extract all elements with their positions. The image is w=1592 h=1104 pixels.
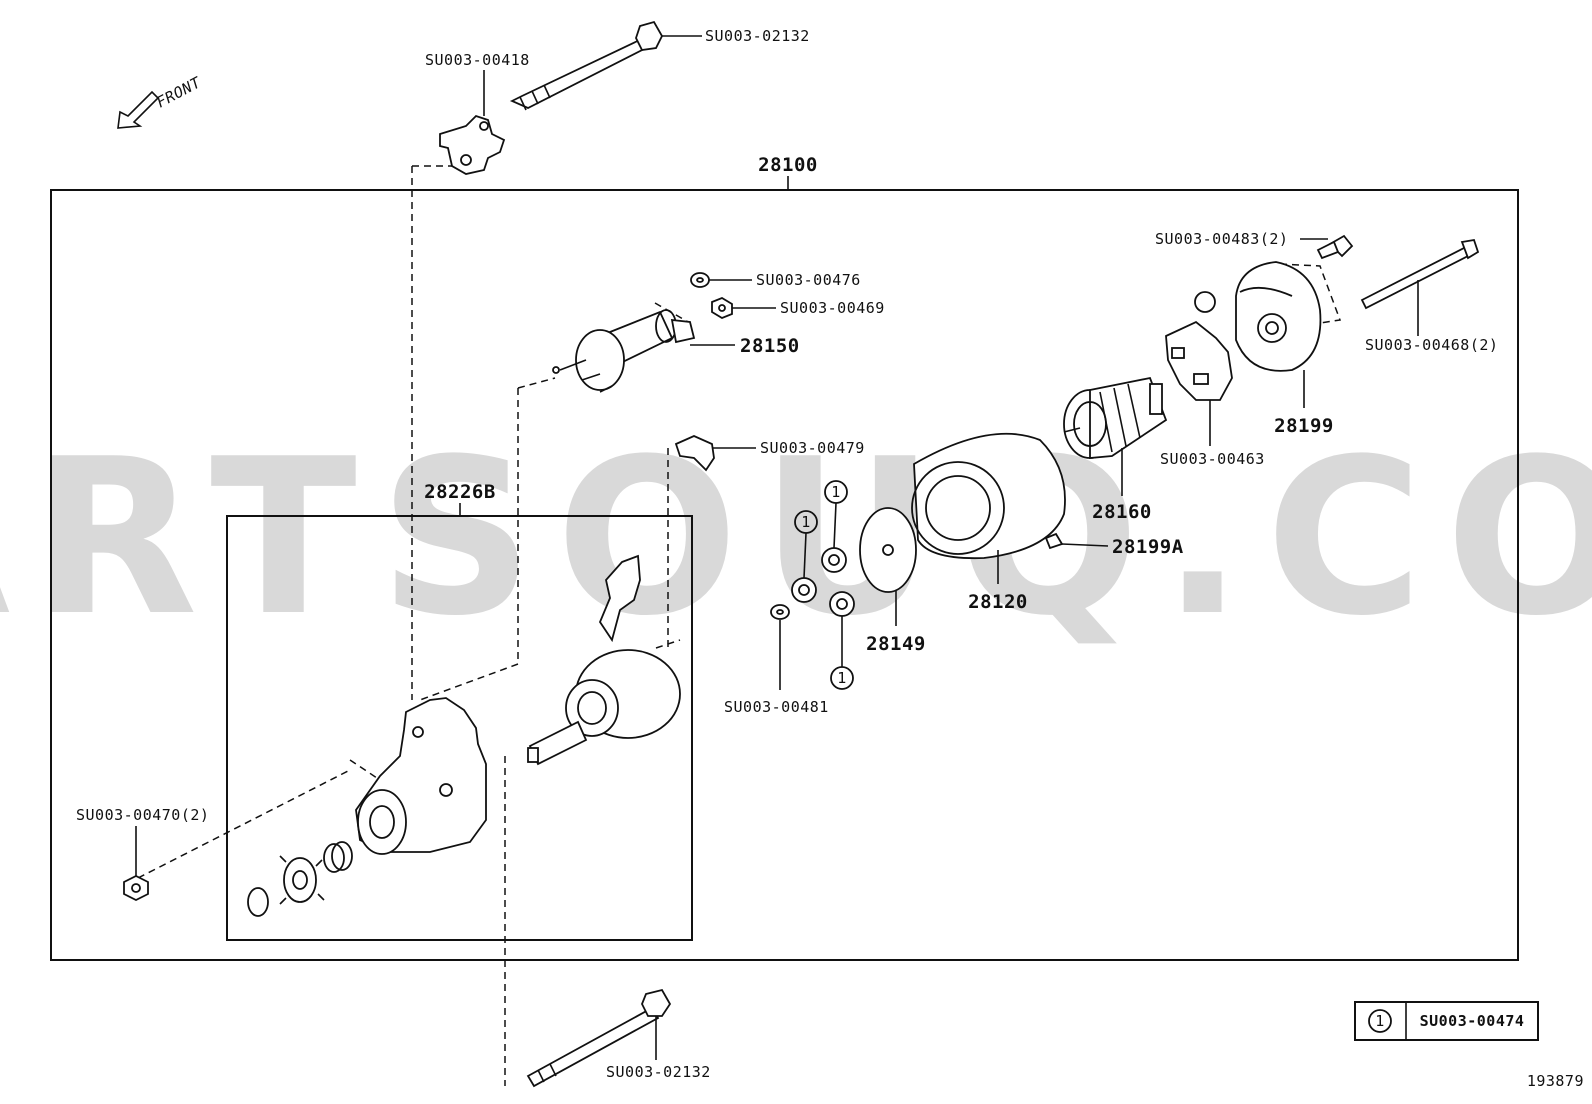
label-28100: 28100 bbox=[758, 154, 818, 176]
label-washer-476: SU003-00476 bbox=[756, 271, 861, 289]
label-28226b: 28226B bbox=[424, 481, 496, 503]
diagram-id: 193879 bbox=[1527, 1072, 1584, 1090]
callout-1-upper-text: 1 bbox=[831, 483, 841, 501]
label-end-frame: 28199 bbox=[1274, 415, 1334, 437]
watermark: PARTSOUQ.COM bbox=[0, 412, 1592, 663]
gear-middle-icon bbox=[791, 577, 817, 603]
label-nut-470: SU003-00470(2) bbox=[76, 806, 209, 824]
drive-housing-icon bbox=[355, 697, 487, 855]
bracket-icon bbox=[439, 114, 506, 175]
nut-469-icon bbox=[711, 296, 733, 320]
label-bracket: SU003-00418 bbox=[425, 51, 530, 69]
clip-479-icon bbox=[674, 435, 715, 472]
legend-part-number: SU003-00474 bbox=[1420, 1012, 1525, 1030]
label-solenoid: 28150 bbox=[740, 335, 800, 357]
solenoid-icon bbox=[552, 309, 696, 393]
callout-1-lower-text: 1 bbox=[837, 669, 847, 687]
label-brush-holder: SU003-00463 bbox=[1160, 450, 1265, 468]
callout-1-middle-text: 1 bbox=[801, 513, 811, 531]
front-label: FRONT bbox=[153, 73, 204, 111]
label-nut-469: SU003-00469 bbox=[780, 299, 885, 317]
label-clip-479: SU003-00479 bbox=[760, 439, 865, 457]
nut-470-icon bbox=[123, 874, 149, 902]
label-yoke: 28120 bbox=[968, 591, 1028, 613]
label-armature: 28160 bbox=[1092, 501, 1152, 523]
label-bolt-bottom: SU003-02132 bbox=[606, 1063, 711, 1081]
bolt-bottom-icon bbox=[526, 988, 672, 1088]
assembly-frame-28100 bbox=[50, 189, 1519, 961]
armature-icon bbox=[1063, 376, 1168, 459]
spring-icon bbox=[323, 841, 353, 873]
washer-481-icon bbox=[770, 604, 790, 620]
bolt-top-icon bbox=[509, 20, 664, 111]
label-plate: 28149 bbox=[866, 633, 926, 655]
label-28199a: 28199A bbox=[1112, 536, 1184, 558]
yoke-icon bbox=[911, 432, 1066, 560]
brush-holder-icon bbox=[1165, 291, 1233, 401]
label-bolt-top: SU003-02132 bbox=[705, 27, 810, 45]
legend-marker: 1 bbox=[1375, 1012, 1385, 1030]
shift-lever-icon bbox=[598, 554, 641, 643]
through-bolt-468-icon bbox=[1360, 238, 1480, 310]
washer-476-icon bbox=[690, 272, 710, 288]
front-arrow-icon bbox=[117, 90, 160, 129]
gear-upper-icon bbox=[821, 547, 847, 573]
gear-lower-icon bbox=[829, 591, 855, 617]
label-washer-481: SU003-00481 bbox=[724, 698, 829, 716]
pinion-gear-icon bbox=[279, 855, 325, 905]
starter-clutch-icon bbox=[527, 649, 681, 766]
snap-ring-icon bbox=[247, 887, 269, 917]
label-bolt-483: SU003-00483(2) bbox=[1155, 230, 1288, 248]
plate-icon bbox=[859, 507, 917, 593]
label-through-bolt-468: SU003-00468(2) bbox=[1365, 336, 1498, 354]
end-frame-icon bbox=[1235, 261, 1322, 372]
legend-box: 1 SU003-00474 bbox=[1354, 1001, 1539, 1041]
